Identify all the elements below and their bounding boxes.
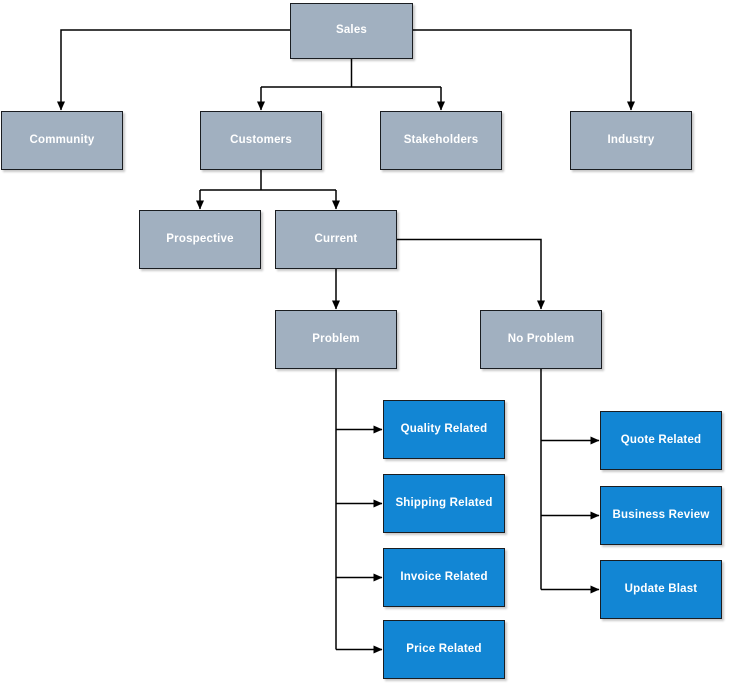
node-business-review: Business Review (600, 486, 722, 545)
node-quality-related: Quality Related (383, 400, 505, 459)
node-no-problem-label: No Problem (507, 332, 575, 345)
node-shipping-related-label: Shipping Related (395, 496, 493, 509)
node-quality-related-label: Quality Related (400, 422, 488, 435)
node-sales: Sales (290, 3, 413, 59)
node-community-label: Community (29, 133, 95, 146)
node-customers: Customers (200, 111, 322, 170)
node-quote-related-label: Quote Related (620, 433, 702, 446)
node-customers-label: Customers (230, 133, 292, 146)
node-problem-label: Problem (312, 332, 360, 345)
node-prospective-label: Prospective (166, 232, 234, 245)
node-community: Community (1, 111, 123, 170)
node-quote-related: Quote Related (600, 411, 722, 470)
node-invoice-related: Invoice Related (383, 548, 505, 607)
node-sales-label: Sales (335, 24, 368, 37)
node-stakeholders-label: Stakeholders (403, 133, 479, 146)
node-current-label: Current (314, 232, 358, 245)
node-shipping-related: Shipping Related (383, 474, 505, 533)
node-industry-label: Industry (607, 133, 655, 146)
edge-sales-industry (413, 29, 635, 111)
node-stakeholders: Stakeholders (380, 111, 502, 170)
node-price-related-label: Price Related (406, 642, 482, 655)
node-price-related: Price Related (383, 620, 505, 679)
edge-sales-community (57, 29, 290, 111)
node-prospective: Prospective (139, 210, 261, 269)
node-problem: Problem (275, 310, 397, 369)
node-invoice-related-label: Invoice Related (400, 570, 488, 583)
node-business-review-label: Business Review (612, 508, 710, 521)
node-update-blast: Update Blast (600, 560, 722, 619)
node-industry: Industry (570, 111, 692, 170)
node-current: Current (275, 210, 397, 269)
node-no-problem: No Problem (480, 310, 602, 369)
edge-current-noproblem (397, 238, 545, 310)
node-update-blast-label: Update Blast (624, 582, 698, 595)
